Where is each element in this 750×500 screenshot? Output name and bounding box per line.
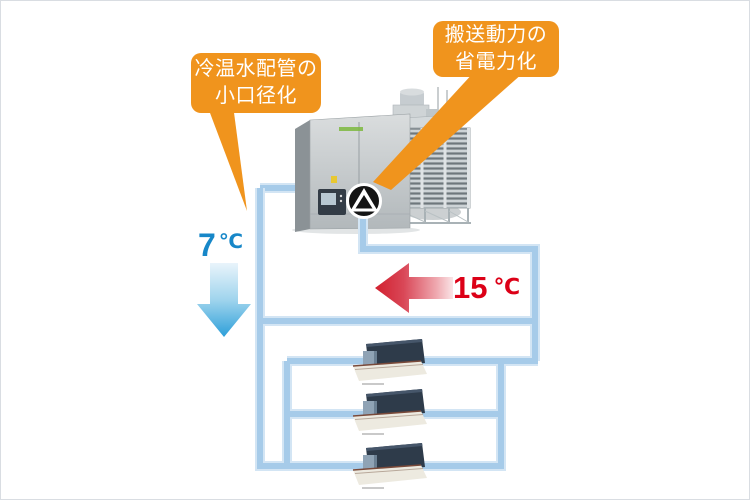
callout-transport-tail <box>373 71 523 190</box>
indoor-unit-2 <box>352 389 427 435</box>
supply-temp-value: 7 <box>198 227 216 263</box>
callout-transport-line2: 省電力化 <box>455 51 537 73</box>
indoor-unit-3 <box>352 443 427 489</box>
supply-temp-label: 7 ℃ <box>198 227 243 264</box>
chiller-photo <box>292 113 420 234</box>
return-temp-label: 15 ℃ <box>453 270 520 306</box>
callout-transport-bubble: 搬送動力の 省電力化 <box>433 21 559 77</box>
callout-piping-line1: 冷温水配管の <box>194 58 318 80</box>
callout-piping-tail <box>207 105 247 211</box>
supply-flow-arrow <box>197 263 251 337</box>
return-temp-unit: ℃ <box>493 274 521 299</box>
return-flow-arrow <box>375 263 453 313</box>
callout-piping-line2: 小口径化 <box>215 85 297 107</box>
return-temp-value: 15 <box>453 270 488 305</box>
callout-transport-line1: 搬送動力の <box>444 24 548 46</box>
supply-temp-unit: ℃ <box>218 231 244 253</box>
callout-piping-bubble: 冷温水配管の 小口径化 <box>191 53 321 113</box>
pump-icon <box>346 183 382 219</box>
indoor-unit-1 <box>352 339 427 385</box>
